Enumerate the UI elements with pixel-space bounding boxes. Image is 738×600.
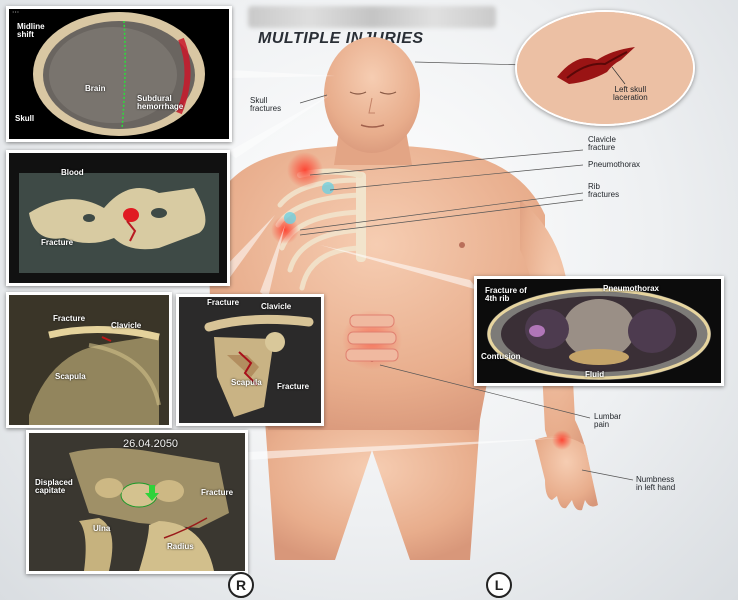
redacted-header (248, 6, 496, 28)
brain-ct-panel: ••• Midline shift Brain Subdural hemorrh… (6, 6, 232, 142)
scan-metadata: ••• (12, 11, 20, 15)
label-fracture-bottom: Fracture (277, 382, 310, 391)
label-fracture: Fracture (201, 488, 234, 497)
chest-ct-panel: Fracture of 4th rib Pneumothorax Contusi… (474, 276, 724, 386)
left-side-marker: L (486, 572, 512, 598)
label-radius: Radius (167, 542, 194, 551)
label-contusion: Contusion (481, 352, 521, 361)
label-clavicle: Clavicle (261, 302, 292, 311)
label-blood: Blood (61, 168, 84, 177)
label-ulna: Ulna (93, 524, 111, 533)
label-rib-fractures: Rib fractures (588, 182, 620, 200)
label-fracture-4th-rib: Fracture of 4th rib (485, 286, 527, 304)
label-lumbar-pain: Lumbar pain (594, 412, 622, 430)
label-fracture: Fracture (41, 238, 74, 247)
label-fluid: Fluid (585, 370, 605, 379)
label-pneumothorax: Pneumothorax (603, 284, 660, 293)
wrist-3d-panel: 26.04.2050 Displaced capitate Fracture U… (26, 430, 248, 574)
label-fracture: Fracture (53, 314, 86, 323)
label-pneumothorax: Pneumothorax (588, 160, 641, 169)
label-date: 26.04.2050 (123, 438, 179, 450)
label-brain: Brain (85, 84, 106, 93)
shoulder-xray-panel: Fracture Clavicle Scapula (6, 292, 172, 428)
label-subdural-hemorrhage: Subdural hemorrhage (137, 94, 184, 112)
label-scapula: Scapula (55, 372, 86, 381)
skull-ct-panel: Blood Fracture (6, 150, 230, 286)
shoulder-3d-panel: Fracture Clavicle Scapula Fracture (176, 294, 324, 426)
label-clavicle-fracture: Clavicle fracture (588, 135, 617, 153)
label-scapula: Scapula (231, 378, 262, 387)
label-skull: Skull (15, 114, 35, 123)
label-clavicle: Clavicle (111, 321, 142, 330)
laceration-inset: Left skull laceration (515, 10, 695, 126)
label-midline-shift: Midline shift (17, 22, 45, 40)
label-numbness: Numbness in left hand (636, 475, 676, 493)
label-displaced-capitate: Displaced capitate (35, 478, 73, 496)
right-side-marker: R (228, 572, 254, 598)
lumbar-spine (342, 310, 402, 370)
label-skull-fractures: Skull fractures (250, 96, 282, 114)
label-left-skull-laceration: Left skull laceration (613, 85, 648, 103)
label-fracture-top: Fracture (207, 298, 240, 307)
